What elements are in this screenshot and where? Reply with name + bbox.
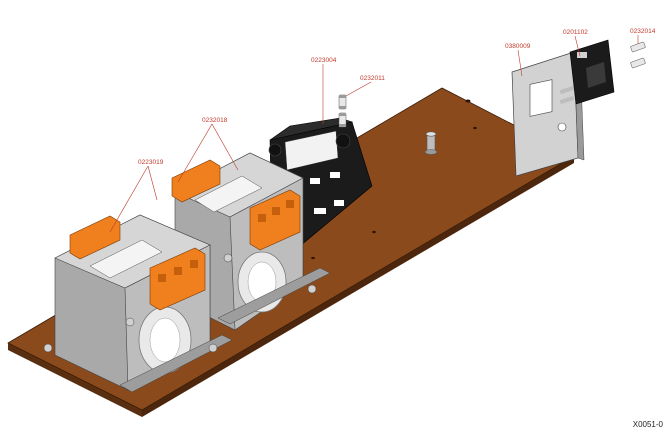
screw bbox=[43, 343, 53, 353]
callout-0201102: 0201102 bbox=[563, 29, 588, 36]
callout-0232011: 0232011 bbox=[360, 75, 385, 82]
leader-lines bbox=[109, 35, 639, 233]
spare-fuse bbox=[630, 41, 646, 69]
terminal-block bbox=[249, 189, 301, 251]
terminal-block bbox=[69, 215, 121, 260]
callout-0380009: 0380009 bbox=[505, 43, 531, 50]
transformer-rating-plate bbox=[89, 239, 163, 279]
callout-labels: 0223019 0232018 0223004 0232011 0380009 … bbox=[138, 28, 656, 166]
board-hole bbox=[372, 230, 376, 234]
power-inlet bbox=[559, 39, 615, 105]
fuse-cartridge bbox=[338, 94, 347, 128]
callout-0232018: 0232018 bbox=[202, 117, 228, 124]
terminal-block bbox=[149, 247, 206, 311]
terminal-block bbox=[171, 159, 221, 203]
board-hole bbox=[465, 99, 471, 103]
board-hole bbox=[311, 256, 315, 260]
transformer-rating-plate bbox=[194, 175, 263, 213]
plate-cutout bbox=[529, 79, 553, 117]
screw bbox=[125, 317, 135, 327]
fuse-cap bbox=[268, 143, 282, 157]
standoff-post bbox=[424, 131, 438, 155]
board-hole bbox=[473, 126, 477, 130]
mounting-foot bbox=[119, 334, 233, 393]
screw bbox=[307, 284, 317, 294]
callout-0232014: 0232014 bbox=[630, 28, 656, 35]
callout-0223019: 0223019 bbox=[138, 159, 164, 166]
screw bbox=[208, 343, 218, 353]
callout-0223004: 0223004 bbox=[311, 57, 337, 64]
board-side-edge bbox=[8, 343, 142, 417]
transformer-front bbox=[43, 214, 233, 393]
board-front-edge bbox=[142, 156, 574, 417]
mounting-foot bbox=[217, 267, 331, 325]
screw bbox=[223, 253, 233, 263]
plate-hole bbox=[557, 122, 567, 132]
drawing-code: X0051-0 bbox=[632, 420, 663, 429]
fuse-cap bbox=[335, 133, 351, 149]
fuse-holder-label bbox=[284, 130, 339, 171]
